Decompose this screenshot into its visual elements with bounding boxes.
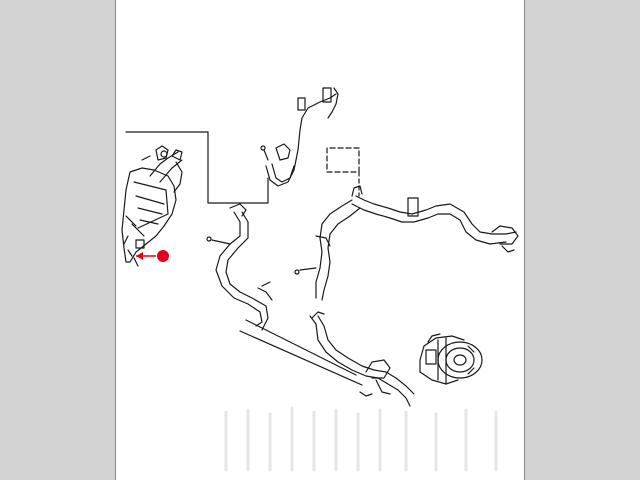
liquid-line xyxy=(206,203,273,331)
discharge-line xyxy=(351,185,519,253)
compressor xyxy=(419,333,483,385)
red-dot-pointer-icon[interactable] xyxy=(136,250,169,262)
ac-plumbing-diagram xyxy=(121,87,519,472)
service-valve-tube xyxy=(260,87,339,187)
suction-line xyxy=(294,199,415,407)
faded-area xyxy=(224,406,498,472)
hvac-module xyxy=(121,145,183,267)
leader-lines xyxy=(125,131,363,386)
diagram-sheet xyxy=(115,0,525,480)
